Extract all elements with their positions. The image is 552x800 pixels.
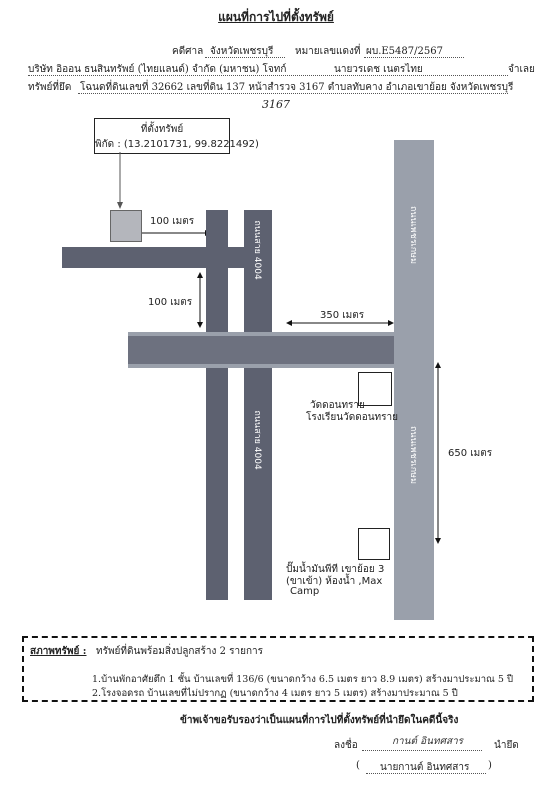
location-title: ที่ตั้งทรัพย์: [140, 124, 184, 135]
case-label: หมายเลขแดงที่: [295, 46, 361, 57]
defendant-role: จำเลย: [508, 64, 535, 75]
document-title: แผนที่การไปที่ตั้งทรัพย์: [218, 10, 334, 24]
close-paren: ): [488, 760, 492, 771]
road-4004-label-bottom: ถนนสาย 4004: [252, 410, 262, 470]
gas-station-marker: [358, 528, 390, 560]
case-value: ผบ.E5487/2567: [366, 46, 443, 57]
asset-underline: [78, 93, 508, 94]
highway-label-bottom: ถนนเพชรเกษม: [408, 425, 418, 485]
map-annotations: [117, 152, 441, 544]
callout-arrow-icon: [117, 202, 123, 209]
highway-label-top: ถนนเพชรเกษม: [408, 205, 418, 265]
property-marker: [110, 210, 142, 242]
printed-name-line: [366, 773, 486, 774]
distance-label-100-v: 100 เมตร: [148, 297, 193, 308]
arrowhead-down-icon: [197, 322, 203, 328]
road-4004-right-lane: [244, 210, 272, 600]
gas-station-label-3: Camp: [290, 586, 320, 597]
asset-value: โฉนดที่ดินเลขที่ 32662 เลขที่ดิน 137 หน้…: [80, 82, 514, 93]
sign-role: นำยึด: [494, 740, 519, 751]
defendant-name: นายวรเดช เนตรไทย: [334, 64, 423, 75]
condition-label: สภาพทรัพย์ :: [30, 646, 87, 657]
sign-label: ลงชื่อ: [334, 740, 358, 751]
location-coords: พิกัด : (13.2101731, 99.8221492): [95, 139, 259, 150]
condition-summary: ทรัพย์ที่ดินพร้อมสิ่งปลูกสร้าง 2 รายการ: [96, 646, 263, 657]
court-value: จังหวัดเพชรบุรี: [210, 46, 274, 57]
temple-label: วัดดอนทราย: [310, 400, 365, 411]
road-upper-horizontal: [62, 247, 250, 268]
condition-item-2: 2.โรงจอดรถ บ้านเลขที่ไม่ปรากฏ (ขนาดกว้าง…: [92, 688, 458, 699]
party-underline: [28, 75, 508, 76]
location-callout: ที่ตั้งทรัพย์ พิกัด : (13.2101731, 99.82…: [94, 118, 259, 154]
printed-name: นายกานต์ อินทศสาร: [380, 762, 470, 773]
arrowhead-up-icon: [197, 272, 203, 278]
distance-label-650: 650 เมตร: [448, 448, 493, 459]
gas-station-label-2: (ขาเข้า) ห้องน้ำ ,Max: [286, 576, 383, 587]
temple-marker: [358, 372, 392, 406]
signature: กานต์ อินทศสาร: [392, 736, 464, 747]
road-4004-label-top: ถนนสาย 4004: [252, 220, 262, 280]
school-label: โรงเรียนวัดดอนทราย: [306, 412, 398, 423]
road-phetkasem-highway: [394, 140, 434, 620]
road-main-horizontal-core: [128, 336, 428, 364]
distance-label-100-h: 100 เมตร: [150, 216, 195, 227]
court-label: คดีศาล: [172, 46, 204, 57]
arrowhead-right-icon: [388, 320, 394, 326]
arrowhead-left-icon: [286, 320, 292, 326]
certification-text: ข้าพเจ้าขอรับรองว่าเป็นแผนที่การไปที่ตั้…: [180, 715, 459, 726]
case-underline: [364, 57, 464, 58]
asset-label: ทรัพย์ที่ยึด: [28, 82, 72, 93]
gas-station-label-1: ปั๊มน้ำมันพีที เขาย้อย 3: [286, 564, 385, 575]
condition-box: สภาพทรัพย์ : ทรัพย์ที่ดินพร้อมสิ่งปลูกสร…: [22, 636, 534, 702]
court-underline: [205, 57, 285, 58]
road-4004-left-lane: [206, 210, 228, 600]
open-paren: (: [356, 760, 360, 771]
plaintiff-text: บริษัท อิออน ธนสินทรัพย์ (ไทยแลนด์) จำกั…: [28, 64, 287, 75]
location-map: ที่ตั้งทรัพย์ พิกัด : (13.2101731, 99.82…: [0, 110, 552, 630]
handwritten-note: 3167: [262, 98, 290, 111]
condition-item-1: 1.บ้านพักอาศัยตึก 1 ชั้น บ้านเลขที่ 136/…: [92, 674, 513, 685]
arrowhead-up-icon: [435, 362, 441, 368]
arrowhead-down-icon: [435, 538, 441, 544]
signature-line: [362, 750, 482, 751]
distance-label-350: 350 เมตร: [320, 310, 365, 321]
